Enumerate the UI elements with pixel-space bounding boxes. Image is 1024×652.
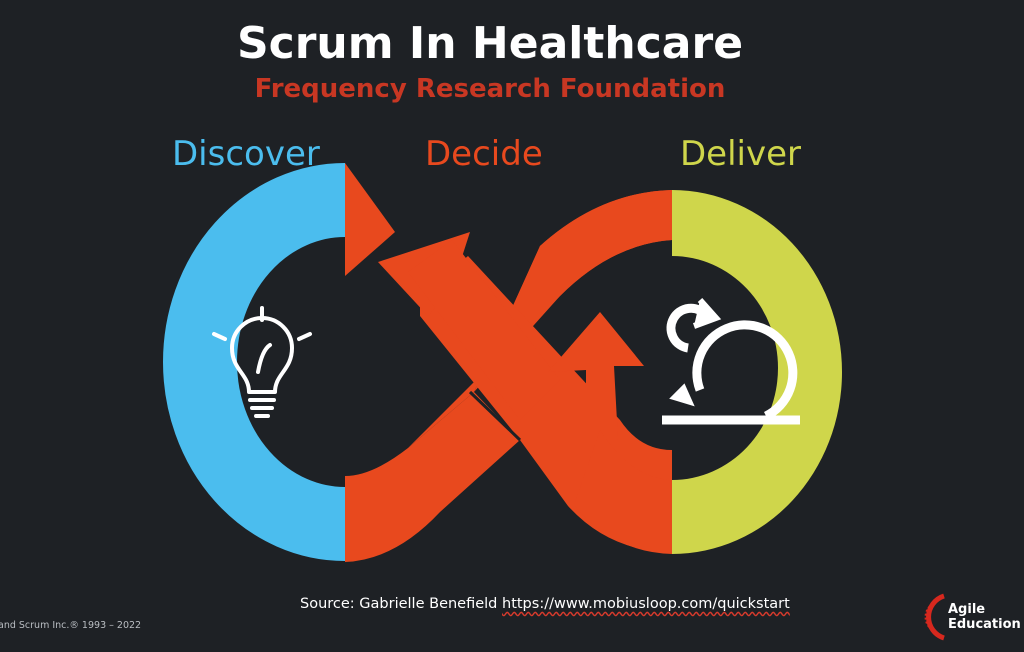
phase-label-decide: Decide [425, 134, 543, 174]
phase-label-deliver: Deliver [680, 134, 802, 174]
copyright-text: and Scrum Inc.® 1993 – 2022 [0, 620, 142, 631]
decide-arrow-head-up [548, 312, 644, 440]
source-citation: Source: Gabrielle Benefield https://www.… [300, 596, 790, 612]
logo-line-1: Agile [948, 602, 986, 617]
decide-loop-bottom-left [345, 392, 520, 562]
logo-text: Agile Education [948, 602, 1024, 632]
decide-loop-cap [345, 163, 395, 276]
phase-label-discover: Discover [172, 134, 320, 174]
source-url[interactable]: https://www.mobiusloop.com/quickstart [502, 596, 790, 612]
scrum-cycle-icon [662, 298, 800, 425]
source-prefix: Source: Gabrielle Benefield [300, 596, 502, 612]
agile-education-logo-icon [924, 593, 945, 641]
decide-crossing-band-upper [474, 190, 672, 392]
crossing-separator [468, 390, 522, 442]
decide-arrow-stem-up-left [408, 240, 560, 420]
lightbulb-icon [212, 306, 312, 418]
decide-loop-bottom-right [574, 430, 672, 554]
discover-loop-segment [163, 163, 346, 561]
deliver-loop-ring [672, 190, 842, 554]
page-title: Scrum In Healthcare [236, 18, 744, 69]
page-subtitle: Frequency Research Foundation [254, 74, 726, 104]
logo-line-2: Education [948, 617, 1021, 632]
